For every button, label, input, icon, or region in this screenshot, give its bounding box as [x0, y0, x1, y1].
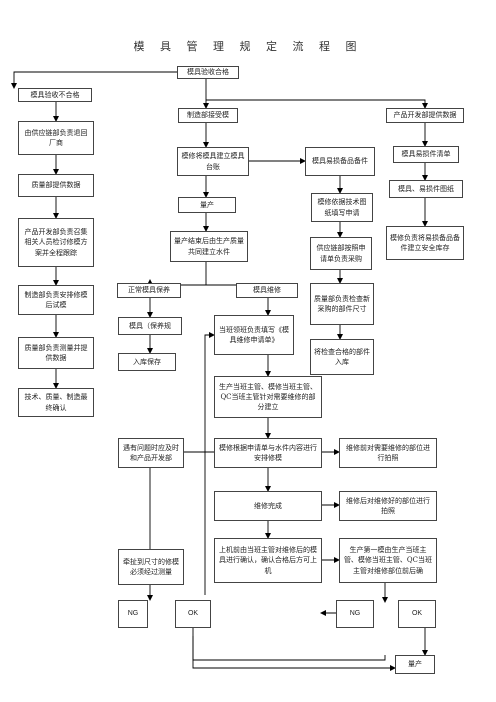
ok-left-box: OK — [175, 600, 211, 628]
tech-drawing-request-box: 模修依据技术图纸填写申请 — [311, 193, 373, 222]
ng-right-box: NG — [336, 600, 374, 628]
spare-parts-box: 模具易损备品备件 — [305, 147, 375, 176]
repair-by-form-box: 模修根据申请单与水件内容进行安排修模 — [214, 438, 322, 468]
machine-confirm-box: 上机前由当班主管对维修后的模具进行确认，确认合格后方可上机 — [214, 538, 322, 583]
mfg-receive-box: 制造部接受模 — [178, 108, 238, 123]
wear-drawings-box: 模具、易损件图纸 — [389, 180, 463, 198]
stock-keep-box: 入库保存 — [118, 353, 176, 371]
pdd-data-box: 产品开发部提供数据 — [386, 108, 464, 123]
photo-before-box: 维修前对需要维修的部位进行拍照 — [339, 438, 437, 468]
build-ledger-box: 模修将模具建立模具台账 — [177, 147, 249, 176]
quality-measure-box: 质量部负责测量并提供数据 — [18, 337, 94, 369]
measure-after-box: 牵扯到尺寸的修模必须经过测量 — [118, 549, 184, 585]
spare-safety-stock-box: 模修负责将易损备品备件建立安全库存 — [386, 226, 464, 260]
ng-left-box: NG — [118, 600, 148, 628]
shift-leader-box: 当班领班负责填写《模具维修申请单》 — [214, 315, 294, 355]
routine-maint-box: 正常模具保养 — [117, 283, 181, 298]
ok-right-box: OK — [398, 600, 436, 628]
repair-done-box: 维修完成 — [214, 491, 322, 521]
production-box: 量产 — [178, 197, 236, 213]
acceptance-passed-box: 模具验收合格 — [177, 66, 239, 79]
final-confirm-box: 技术、质量、制造最终确认 — [18, 388, 94, 417]
mold-repair-box: 模具维修 — [236, 283, 298, 298]
page-title: 模 具 管 理 规 定 流 程 图 — [133, 40, 363, 53]
end-production-box: 量产结束后由生产质量共同建立水件 — [170, 231, 248, 262]
wear-parts-list-box: 模具易损件清单 — [393, 146, 459, 163]
problem-report-box: 遇有问题时应及时和产品开发部 — [118, 438, 184, 468]
supervisor-confirm-box: 生产当班主管、模修当班主管、QC当班主管针对需要维修的部分建立 — [214, 376, 322, 418]
first-piece-box: 生产第一模由生产当班主管、模修当班主管、QC当班主管对维修部位前后确 — [339, 538, 437, 583]
mfg-trial-box: 制造部负责安排修模后试模 — [18, 285, 94, 315]
scm-purchase-box: 供应链部按照申请单负责采购 — [310, 237, 372, 270]
quality-check-size-box: 质量部负责检查新采购的部件尺寸 — [310, 283, 374, 325]
mold-keep-box: 模具（保养规 — [118, 317, 182, 335]
acceptance-failed-box: 模具验收不合格 — [18, 88, 92, 102]
photo-after-box: 维修后对维修好的部位进行拍照 — [339, 491, 437, 521]
pdd-analysis-box: 产品开发部负责召集相关人员检讨修模方案并全程跟踪 — [18, 218, 94, 267]
quality-data-box: 质量部提供数据 — [18, 174, 94, 197]
supplier-return-box: 由供应链部负责退回厂商 — [18, 121, 94, 155]
production-final-box: 量产 — [395, 655, 435, 674]
qualified-stock-box: 将检查合格的部件入库 — [310, 339, 374, 375]
